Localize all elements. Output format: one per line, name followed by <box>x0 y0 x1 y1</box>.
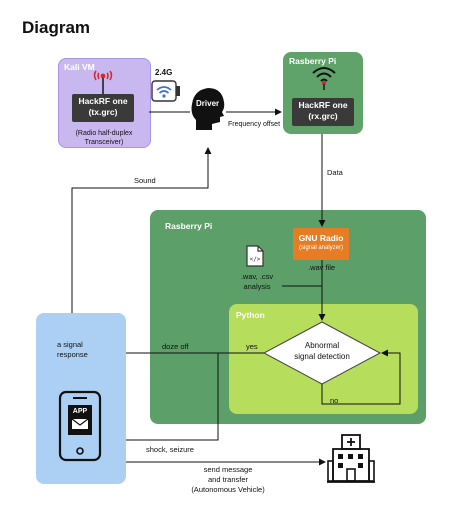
hackrf-rx-name: HackRF one <box>298 100 348 110</box>
shock-seizure-label: shock, seizure <box>146 445 194 454</box>
analysis-label: .wav, .csv analysis <box>232 272 282 292</box>
send-line2: and transfer <box>207 475 249 484</box>
smartphone-icon <box>58 390 102 462</box>
analysis-line1: .wav, .csv <box>240 272 274 281</box>
raspberry-pi-main-label: Rasberry Pi <box>165 221 213 231</box>
signal-response-line1: a signal <box>57 340 83 349</box>
driver-head-icon <box>191 88 225 130</box>
gnu-radio-box: GNU Radio (signal analyzer) <box>293 228 349 260</box>
decision-line2: signal detection <box>294 352 350 361</box>
hackrf-tx-file: (tx.grc) <box>88 107 118 117</box>
driver-label: Driver <box>196 99 220 108</box>
wifi-band-label: 2.4G <box>155 68 173 77</box>
hackrf-rx-file: (rx.grc) <box>308 111 338 121</box>
kali-caption-line2: Transceiver) <box>84 139 124 146</box>
signal-response-line2: response <box>57 350 88 359</box>
python-label: Python <box>236 310 265 320</box>
kali-caption-line1: (Radio half-duplex <box>75 130 133 137</box>
kali-vm-label: Kali VM <box>64 62 95 72</box>
decision-line1: Abnormal <box>304 341 340 350</box>
raspberry-pi-rx-label: Rasberry Pi <box>289 56 337 66</box>
yes-label: yes <box>246 342 258 351</box>
gnu-radio-sub: (signal analyzer) <box>298 245 344 251</box>
arrow-sound <box>71 147 212 313</box>
arrow-no-loop <box>321 349 401 405</box>
send-line3: (Autonomous Vehicle) <box>191 485 265 494</box>
kali-caption: (Radio half-duplex Transceiver) <box>58 129 150 147</box>
gnu-radio-name: GNU Radio <box>298 233 344 243</box>
code-file-icon: </> <box>246 245 264 267</box>
doze-off-label: doze off <box>162 342 189 351</box>
wifi-icon <box>312 67 336 90</box>
hackrf-tx-name: HackRF one <box>78 96 128 106</box>
diagram-title: Diagram <box>22 18 91 37</box>
frequency-offset-label: Frequency offset <box>228 121 281 128</box>
data-label: Data <box>327 168 343 177</box>
hackrf-rx-device: HackRF one (rx.grc) <box>292 98 354 126</box>
sound-label: Sound <box>134 176 156 185</box>
send-line1: send message <box>203 465 253 474</box>
hospital-icon <box>327 434 375 483</box>
decision-text: Abnormal signal detection <box>288 340 356 362</box>
hackrf-tx-device: HackRF one (tx.grc) <box>72 94 134 122</box>
antenna-icon <box>93 70 113 94</box>
no-label: no <box>330 396 339 405</box>
signal-response-label: a signal response <box>57 340 88 360</box>
wifi-adapter-icon <box>151 80 180 102</box>
analysis-line2: analysis <box>243 282 271 291</box>
arrow-shock-seizure <box>107 353 219 444</box>
svg-text:</>: </> <box>250 256 261 263</box>
send-message-label: send message and transfer (Autonomous Ve… <box>168 465 288 495</box>
app-label: APP <box>72 408 88 415</box>
